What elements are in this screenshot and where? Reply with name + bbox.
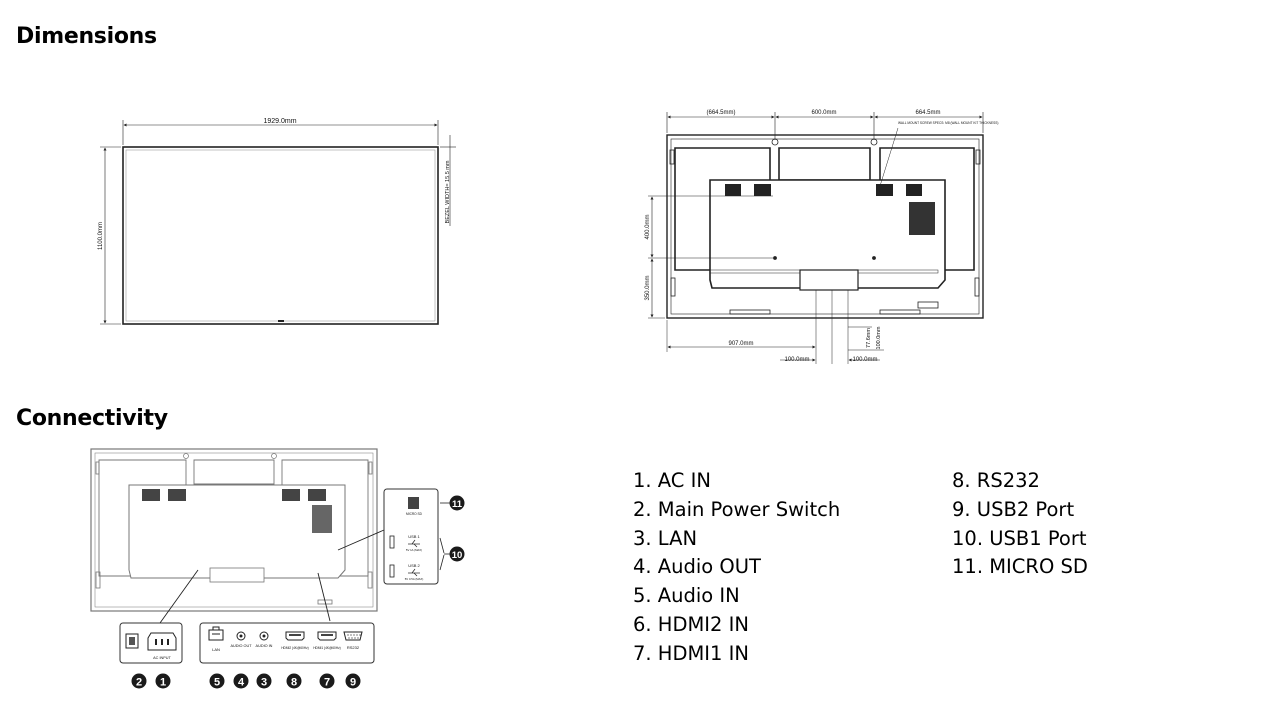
wall-mount-note: WALL MOUNT SCREW SPECS: M8 (WALL MOUNT K… bbox=[898, 121, 998, 125]
svg-text:7: 7 bbox=[324, 677, 330, 689]
rear-top-right-label: 664.5mm bbox=[915, 110, 940, 116]
lan-port-icon bbox=[208, 626, 224, 641]
legend-item: 10. USB1 Port bbox=[952, 526, 1087, 550]
svg-text:9: 9 bbox=[350, 677, 356, 689]
rear-panel-outline bbox=[666, 134, 984, 319]
port-legend-right: 8. RS232 9. USB2 Port 10. USB1 Port 11. … bbox=[952, 467, 1088, 582]
lan-label: LAN bbox=[212, 647, 220, 652]
usb2-label: USB 2 bbox=[408, 563, 420, 568]
svg-text:5: 5 bbox=[214, 677, 220, 689]
legend-item: 6. HDMI2 IN bbox=[633, 612, 750, 636]
legend-item: 3. LAN bbox=[633, 526, 698, 550]
hdmi1-label: HDMI1 (4K@60Hz) bbox=[313, 646, 341, 650]
legend-item: 11. MICRO SD bbox=[952, 555, 1088, 579]
rear-top-left-label: (664.5mm) bbox=[706, 110, 735, 116]
callout-7: 7 bbox=[319, 673, 335, 689]
rear-vertical-b-label: 100.0mm bbox=[876, 326, 882, 349]
usb1-label: USB 1 bbox=[408, 534, 420, 539]
connectivity-heading: Connectivity bbox=[16, 406, 168, 431]
rs232-port-icon bbox=[343, 631, 363, 641]
dimensions-heading: Dimensions bbox=[16, 24, 157, 49]
hdmi2-label: HDMI2 (4K@60Hz) bbox=[281, 646, 309, 650]
front-height-label: 1100.0mm bbox=[98, 222, 104, 250]
port-legend-left: 1. AC IN 2. Main Power Switch 3. LAN 4. … bbox=[633, 467, 840, 669]
usb2-spec-label: 5V 0.5A (MAX) bbox=[405, 577, 424, 581]
micro-sd-label: MICRO SD bbox=[406, 512, 423, 516]
callout-8: 8 bbox=[286, 673, 302, 689]
rs232-label: RS232 bbox=[347, 645, 360, 650]
svg-text:1: 1 bbox=[160, 677, 166, 689]
usb2-port-icon bbox=[389, 564, 395, 578]
rear-bottom-left-offset: 100.0mm bbox=[784, 357, 809, 363]
front-width-label: 1929.0mm bbox=[263, 118, 296, 125]
bezel-width-label: BEZEL WIDTH= 15.5 mm bbox=[445, 160, 451, 223]
legend-item: 1. AC IN bbox=[633, 469, 711, 492]
audio-out-label: AUDIO OUT bbox=[230, 644, 252, 648]
rear-view-drawing bbox=[648, 112, 984, 364]
legend-item: 4. Audio OUT bbox=[633, 555, 761, 579]
rear-bottom-label: 907.0mm bbox=[728, 341, 753, 347]
io-panel bbox=[199, 622, 375, 664]
rear-left-upper-label: 400.0mm bbox=[645, 214, 651, 239]
legend-item: 9. USB2 Port bbox=[952, 497, 1075, 521]
connectivity-rear-drawing bbox=[90, 448, 385, 624]
callout-4: 4 bbox=[233, 673, 249, 689]
legend-item: 2. Main Power Switch bbox=[633, 497, 841, 521]
rear-bottom-right-offset: 100.0mm bbox=[852, 357, 877, 363]
usb1-port-icon bbox=[389, 535, 395, 549]
svg-text:8: 8 bbox=[291, 677, 297, 689]
callout-10: 10 bbox=[449, 546, 465, 562]
callout-11: 11 bbox=[449, 495, 465, 511]
legend-item: 5. Audio IN bbox=[633, 584, 740, 608]
legend-item: 8. RS232 bbox=[952, 469, 1040, 492]
callout-2: 2 bbox=[131, 673, 147, 689]
legend-item: 7. HDMI1 IN bbox=[633, 641, 750, 665]
rear-left-lower-label: 350.0mm bbox=[645, 275, 651, 300]
micro-sd-slot-icon bbox=[408, 497, 419, 509]
side-io-panel bbox=[383, 488, 439, 585]
ac-input-label: AC INPUT bbox=[153, 656, 171, 660]
front-view-drawing bbox=[100, 120, 456, 325]
audio-in-label: AUDIO IN bbox=[256, 644, 273, 648]
usb1-spec-label: 5V 1A (MAX) bbox=[406, 548, 422, 552]
svg-text:10: 10 bbox=[452, 550, 463, 561]
rear-vertical-a-label: 77.6mm bbox=[866, 328, 872, 348]
svg-text:2: 2 bbox=[136, 677, 142, 689]
ac-input-panel bbox=[119, 622, 183, 664]
svg-text:11: 11 bbox=[452, 499, 463, 510]
rear-top-center-label: 600.0mm bbox=[811, 110, 836, 116]
callout-1: 1 bbox=[155, 673, 171, 689]
usb-symbol-icon bbox=[408, 539, 420, 577]
callout-9: 9 bbox=[345, 673, 361, 689]
front-panel-outline bbox=[122, 146, 439, 325]
svg-text:3: 3 bbox=[261, 677, 267, 689]
callout-5: 5 bbox=[209, 673, 225, 689]
svg-text:4: 4 bbox=[238, 677, 245, 689]
callout-3: 3 bbox=[256, 673, 272, 689]
